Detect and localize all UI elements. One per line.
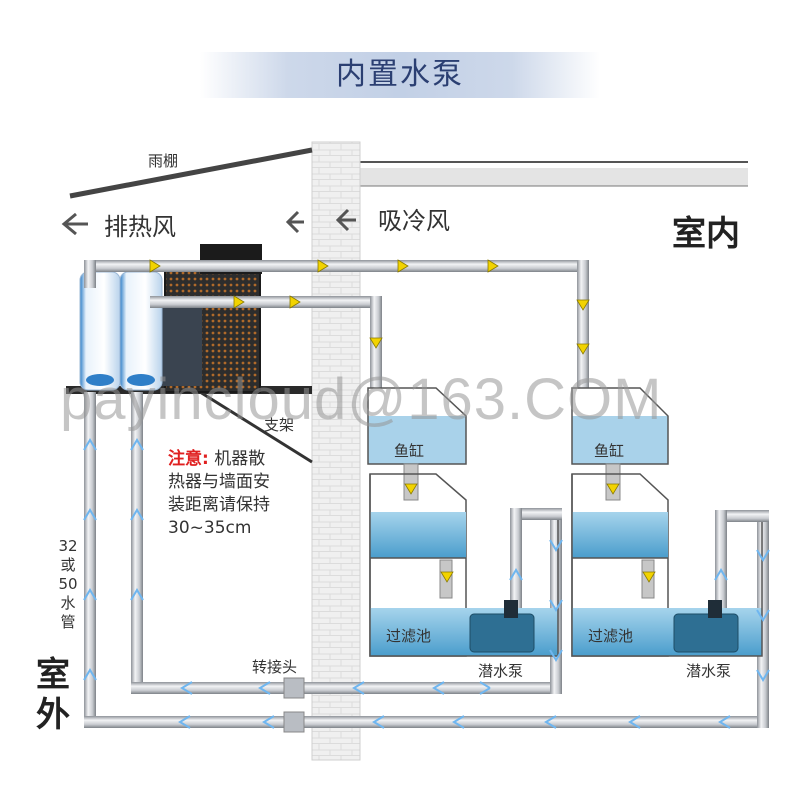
page-title: 内置水泵 [336, 57, 464, 92]
indoor-label: 室内 [672, 214, 740, 254]
watermark: payincloud@163.COM [60, 367, 663, 432]
note-line: 装距离请保持 [168, 495, 270, 515]
fish-tank-label-right: 鱼缸 [594, 442, 625, 460]
title-band [200, 52, 600, 98]
note-line: 30~35cm [168, 518, 252, 538]
filter-tank-label-right: 过滤池 [588, 627, 634, 645]
fish-tank-label-left: 鱼缸 [394, 442, 425, 460]
flow-arrow-icon [149, 259, 656, 583]
submersible-pump-icon [469, 600, 739, 653]
filter-tank-label-left: 过滤池 [386, 627, 432, 645]
adapter-label: 转接头 [252, 658, 298, 676]
installation-note: 注意: 机器散 热器与墙面安 装距离请保持 30~35cm [168, 448, 298, 540]
note-line: 热器与墙面安 [168, 472, 270, 492]
note-heading: 注意: [168, 449, 209, 469]
note-line: 机器散 [214, 449, 266, 469]
outdoor-label: 室外 [36, 655, 70, 735]
bracket-label: 支架 [264, 416, 295, 434]
canopy [69, 147, 313, 199]
exhaust-hot-air-label: 排热风 [104, 213, 176, 241]
canopy-label: 雨棚 [148, 152, 179, 170]
brick-wall [311, 141, 361, 761]
left-arrow-icon [61, 208, 356, 236]
pump-label-left: 潜水泵 [478, 662, 524, 680]
flow-arrow-icon [83, 438, 770, 729]
tank-system-right [571, 387, 763, 657]
pipe-size-label: 32 或 50 水 管 [58, 537, 78, 631]
ceiling-slab [360, 161, 748, 187]
intake-cold-air-label: 吸冷风 [378, 207, 450, 235]
pump-label-right: 潜水泵 [686, 662, 732, 680]
